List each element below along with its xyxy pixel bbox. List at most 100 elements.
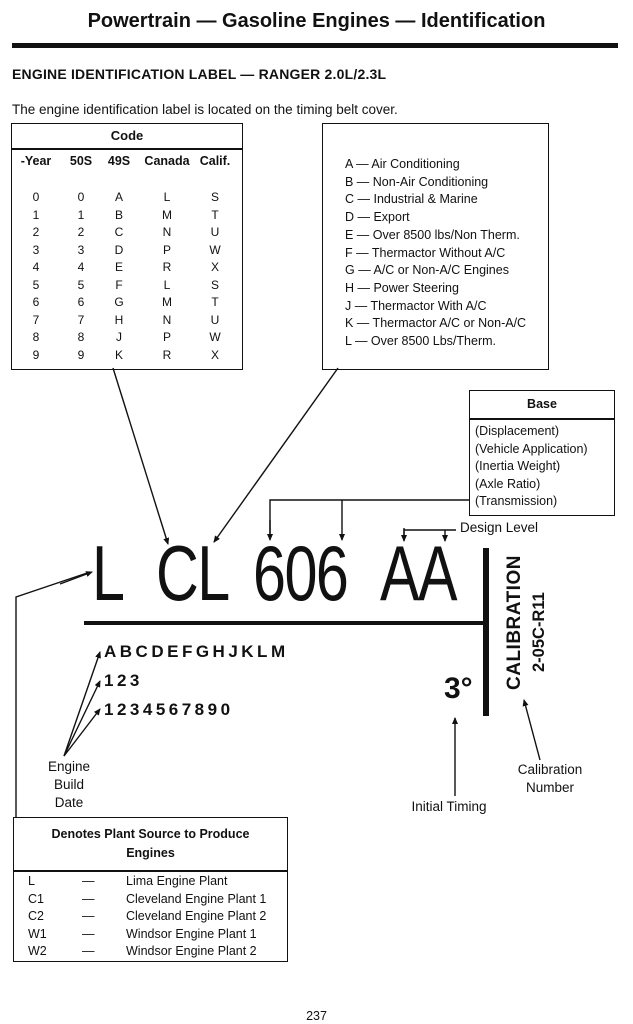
page-title: Powertrain — Gasoline Engines — Identifi…	[87, 10, 546, 32]
base-box-title-rule	[470, 418, 614, 420]
code-table-cell: 7	[77, 312, 85, 327]
code-table-title: Code	[110, 128, 144, 143]
option-code-line: K — Thermactor A/C or Non-A/C	[345, 316, 527, 331]
options-arrow	[213, 367, 339, 543]
plant-row-dash: —	[82, 874, 95, 888]
plant-row-code: W1	[28, 926, 47, 941]
plant-row-name: Windsor Engine Plant 1	[126, 926, 257, 941]
build-date-letters: ABCDEFGHJKLM	[104, 642, 289, 661]
option-code-line: C — Industrial & Marine	[345, 192, 478, 207]
build-date-arrow-2	[63, 680, 101, 757]
code-table-header: Calif.	[199, 154, 231, 168]
page-number: 237	[306, 1009, 327, 1023]
code-table-cell: 4	[77, 260, 85, 274]
label-code: CL	[156, 529, 230, 617]
code-table-cell: 7	[32, 312, 40, 327]
plant-row-name: Lima Engine Plant	[126, 874, 228, 888]
label-divider	[483, 548, 489, 716]
code-table-title-rule	[12, 148, 242, 150]
code-table-cell: 6	[32, 295, 40, 309]
plant-row-name: Cleveland Engine Plant 2	[126, 909, 267, 923]
label-plant-code: L	[92, 529, 125, 617]
build-date-row-1: 123	[104, 671, 143, 690]
code-table-cell: 9	[32, 347, 40, 362]
plant-row-code: W2	[28, 944, 47, 958]
code-table-cell: R	[162, 347, 172, 362]
section-title: ENGINE IDENTIFICATION LABEL — RANGER 2.0…	[12, 66, 387, 82]
code-table-cell: M	[162, 207, 172, 222]
code-table-cell: N	[162, 225, 172, 239]
plant-box-title: Denotes Plant Source to Produce Engines	[14, 825, 287, 863]
code-table-cell: X	[210, 347, 219, 362]
plant-row-dash: —	[82, 909, 95, 923]
code-table-cell: 1	[77, 207, 85, 222]
build-date-caption-line: Date	[54, 795, 84, 810]
code-table-cell: E	[114, 260, 123, 274]
code-table-header: Canada	[144, 154, 190, 168]
intro-text: The engine identification label is locat…	[12, 102, 398, 117]
plant-arrow	[59, 571, 93, 585]
code-table-cell: U	[210, 225, 220, 239]
timing-value: 3°	[444, 672, 473, 705]
code-table-header: 49S	[107, 154, 131, 168]
calibration-caption: Calibration Number	[500, 761, 600, 797]
code-table-cell: T	[211, 207, 219, 222]
calibration-number: 2-05C-R11	[530, 592, 548, 672]
plant-line	[15, 571, 91, 818]
base-box-line: (Inertia Weight)	[475, 459, 561, 474]
option-code-line: E — Over 8500 lbs/Non Therm.	[345, 227, 520, 242]
plant-row-name: Cleveland Engine Plant 1	[126, 891, 267, 906]
option-code-line: J — Thermactor With A/C	[345, 298, 487, 313]
plant-row-dash: —	[82, 891, 95, 906]
option-code-line: G — A/C or Non-A/C Engines	[345, 263, 509, 278]
plant-source-box: Denotes Plant Source to Produce Engines …	[13, 817, 288, 962]
option-code-line: L — Over 8500 Lbs/Therm.	[345, 334, 496, 348]
code-table-cell: 6	[77, 295, 85, 309]
code-table-cell: R	[162, 260, 172, 274]
calibration-word: CALIBRATION	[504, 555, 525, 690]
build-date-row-2: 1234567890	[104, 700, 234, 719]
label-base: 606	[253, 529, 349, 617]
plant-row-name: Windsor Engine Plant 2	[126, 944, 257, 958]
code-table-cell: J	[116, 330, 122, 344]
code-table-cell: 4	[32, 260, 40, 274]
code-table-cell: L	[163, 277, 171, 292]
code-table-cell: K	[114, 347, 123, 362]
option-code-line: F — Thermactor Without A/C	[345, 245, 506, 260]
code-table-cell: W	[209, 242, 221, 257]
code-table-cell: 8	[77, 330, 85, 344]
code-table-cell: 8	[32, 330, 40, 344]
base-box-line: (Axle Ratio)	[475, 476, 541, 491]
code-table-cell: N	[162, 312, 172, 327]
code-table-cell: F	[115, 277, 123, 292]
code-table-cell: 2	[77, 225, 85, 239]
code-table-cell: P	[162, 242, 171, 257]
plant-row-dash: —	[82, 944, 95, 958]
code-table-cell: A	[114, 190, 123, 204]
code-table-cell: 5	[77, 277, 85, 292]
code-table-cell: L	[163, 190, 171, 204]
code-table-cell: 1	[32, 207, 40, 222]
base-box-line: (Vehicle Application)	[475, 441, 588, 456]
code-table-cell: S	[210, 277, 219, 292]
code-table-header: -Year	[20, 154, 52, 168]
timing-caption: Initial Timing	[411, 799, 487, 814]
build-date-caption-line: Build	[53, 777, 85, 792]
base-box-title: Base	[527, 397, 557, 411]
code-table-cell: W	[209, 330, 221, 344]
code-table-cell: P	[162, 330, 171, 344]
label-underline	[84, 621, 484, 625]
code-table-cell: D	[114, 242, 124, 257]
plant-row-dash: —	[82, 926, 95, 941]
code-table-cell: M	[162, 295, 172, 309]
code-table-cell: 3	[32, 242, 40, 257]
code-table-cell: C	[114, 225, 124, 239]
calibration-caption-line: Calibration	[517, 762, 583, 777]
code-table-header: 50S	[69, 154, 93, 168]
option-code-line: B — Non-Air Conditioning	[345, 174, 489, 189]
calibration-arrow	[522, 699, 541, 761]
plant-row-code: C2	[28, 909, 44, 923]
build-date-caption-line: Engine	[47, 759, 91, 774]
